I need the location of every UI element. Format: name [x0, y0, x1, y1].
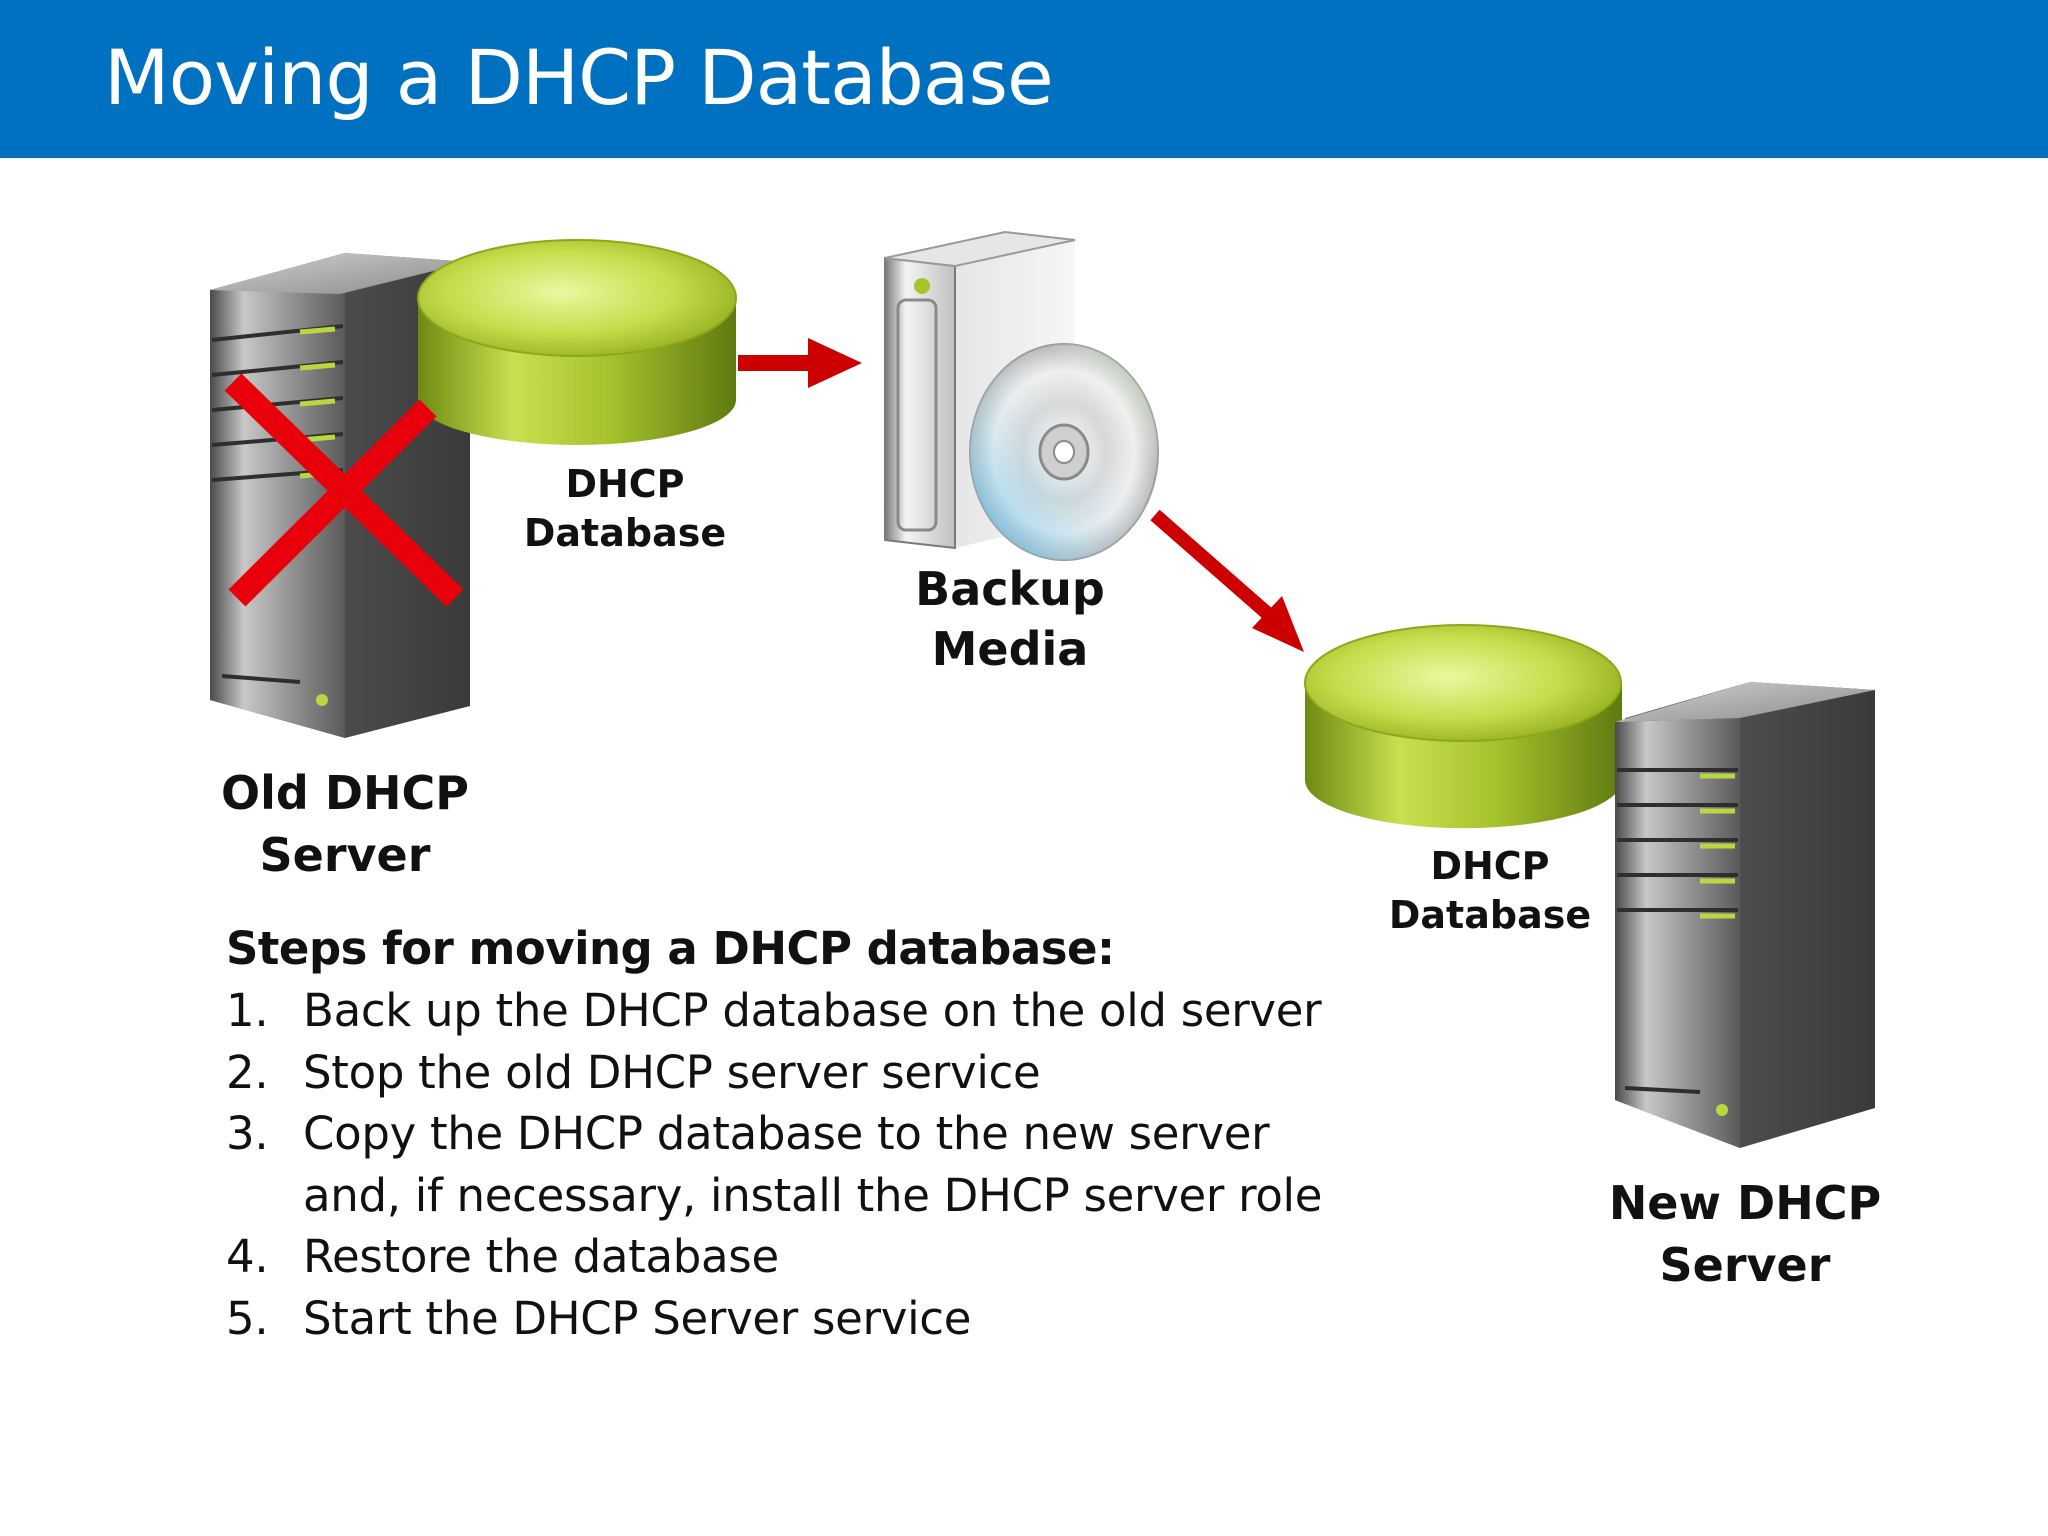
- step-item: 3. Copy the DHCP database to the new ser…: [226, 1103, 1406, 1226]
- new-server-icon: [1615, 682, 1875, 1148]
- page-title: Moving a DHCP Database: [104, 33, 1054, 122]
- step-item: 4. Restore the database: [226, 1226, 1406, 1288]
- step-text: Restore the database: [303, 1230, 779, 1283]
- arrow-icon: [738, 338, 862, 388]
- red-cross-icon: [224, 373, 464, 607]
- step-text: Back up the DHCP database on the old ser…: [303, 984, 1322, 1037]
- old-database-icon: [417, 239, 737, 445]
- title-bar: Moving a DHCP Database: [0, 0, 2048, 158]
- step-item: 5. Start the DHCP Server service: [226, 1288, 1406, 1350]
- step-number: 3.: [226, 1107, 269, 1160]
- steps-list: Steps for moving a DHCP database: 1. Bac…: [226, 918, 1406, 1349]
- step-number: 2.: [226, 1045, 269, 1099]
- step-number: 1.: [226, 984, 269, 1037]
- new-database-label: DHCP Database: [1388, 844, 1592, 937]
- step-text-line: and, if necessary, install the DHCP serv…: [303, 1168, 1323, 1222]
- step-number: 5.: [226, 1291, 269, 1345]
- step-text: Stop the old DHCP server service: [303, 1045, 1041, 1099]
- optical-disc-icon: [969, 343, 1159, 561]
- step-text-line: Copy the DHCP database to the new server: [303, 1107, 1270, 1160]
- arrow-icon: [1150, 509, 1304, 652]
- step-text: Copy the DHCP database to the new server…: [303, 1103, 1406, 1226]
- new-server-label: New DHCP Server: [1608, 1176, 1882, 1293]
- step-number: 4.: [226, 1230, 269, 1283]
- step-item: 1. Back up the DHCP database on the old …: [226, 980, 1406, 1042]
- old-server-label: Old DHCP Server: [221, 766, 469, 883]
- step-item: 2. Stop the old DHCP server service: [226, 1042, 1406, 1104]
- step-text: Start the DHCP Server service: [303, 1291, 972, 1345]
- old-database-label: DHCP Database: [523, 462, 727, 555]
- steps-heading: Steps for moving a DHCP database:: [226, 922, 1115, 975]
- new-database-icon: [1304, 624, 1622, 829]
- backup-media-label: Backup Media: [915, 562, 1105, 676]
